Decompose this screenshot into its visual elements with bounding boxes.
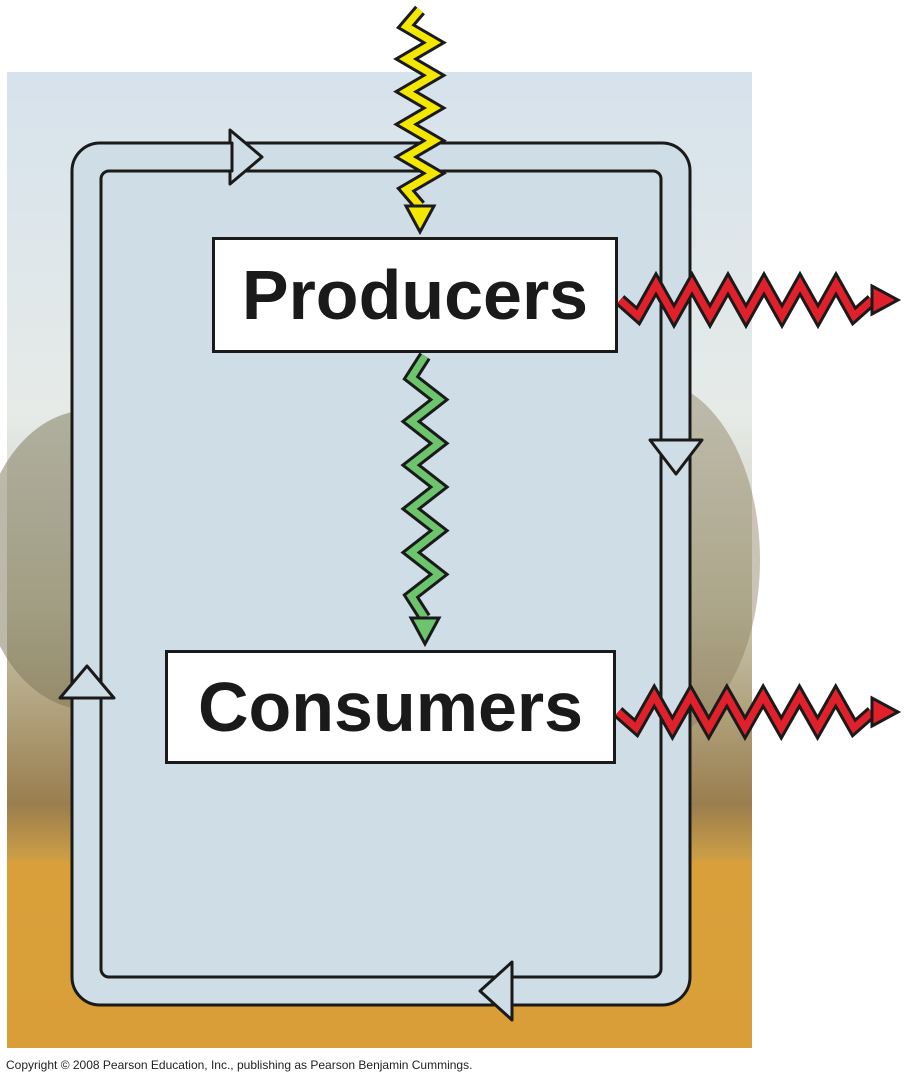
copyright-notice: Copyright © 2008 Pearson Education, Inc.…	[6, 1058, 473, 1072]
consumer-heat-loss-arrow	[613, 682, 902, 742]
arrow-up-icon	[58, 664, 116, 700]
cycle-arrowheads	[58, 128, 704, 1022]
consumers-box: Consumers	[165, 650, 616, 764]
producer-heat-loss-arrow	[615, 270, 902, 330]
energy-flow-arrows	[393, 5, 902, 742]
sunlight-energy-arrow	[393, 5, 447, 236]
consumers-label: Consumers	[197, 668, 584, 746]
arrowhead-icon	[403, 204, 437, 236]
nutrient-cycle-loop	[70, 141, 692, 1007]
arrowhead-icon	[870, 695, 902, 729]
producers-box: Producers	[212, 237, 618, 353]
arrow-left-icon	[478, 960, 514, 1022]
producer-to-consumer-energy-arrow	[400, 352, 450, 648]
arrow-right-icon	[228, 128, 264, 186]
arrowhead-icon	[870, 283, 902, 317]
arrowhead-icon	[408, 616, 442, 648]
arrow-down-icon	[648, 438, 704, 476]
producers-label: Producers	[241, 256, 589, 334]
